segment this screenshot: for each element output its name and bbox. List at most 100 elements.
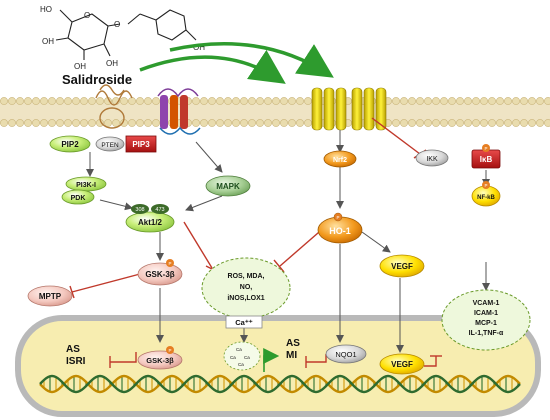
oh-label-4: OH bbox=[106, 59, 118, 68]
ho1-to-vegf-arrow bbox=[361, 231, 391, 253]
ca-cluster bbox=[223, 341, 261, 371]
salidroside-label: Salidroside bbox=[62, 72, 132, 87]
lipid-head bbox=[464, 97, 472, 105]
salidroside-structure bbox=[55, 9, 197, 60]
akt-inhibits-ros-line bbox=[183, 221, 213, 269]
lipid-head bbox=[304, 97, 312, 105]
lipid-head bbox=[256, 119, 264, 127]
lipid-head bbox=[520, 97, 528, 105]
lipid-head bbox=[544, 97, 550, 105]
ros-line-1: ROS, MDA, bbox=[228, 273, 265, 280]
cyto-line-4: IL-1,TNF-α bbox=[469, 330, 504, 337]
ca-small-2: Ca bbox=[230, 355, 236, 360]
lipid-head bbox=[392, 119, 400, 127]
ros-line-3: iNOS,LOX1 bbox=[227, 295, 264, 302]
lipid-head bbox=[496, 119, 504, 127]
p473-badge bbox=[151, 204, 169, 214]
channel-inhibits-ikk-line bbox=[371, 117, 421, 155]
nfkb-phospho-label: P bbox=[484, 183, 487, 188]
lipid-head bbox=[136, 119, 144, 127]
lipid-head bbox=[216, 119, 224, 127]
lipid-head bbox=[400, 119, 408, 127]
lipid-head bbox=[224, 97, 232, 105]
cell-membrane bbox=[0, 97, 550, 127]
lipid-head bbox=[128, 119, 136, 127]
membrane-receptor-central bbox=[157, 88, 201, 135]
nqo1-label: NQO1 bbox=[335, 350, 356, 359]
lipid-head bbox=[8, 119, 16, 127]
lipid-head bbox=[104, 119, 112, 127]
ca-small-1: Ca bbox=[236, 347, 242, 352]
lipid-head bbox=[32, 97, 40, 105]
nrf2-node bbox=[323, 150, 357, 168]
lipid-head bbox=[48, 119, 56, 127]
lipid-head bbox=[32, 119, 40, 127]
lipid-head bbox=[216, 97, 224, 105]
ca-box bbox=[225, 315, 263, 329]
vegf-nucleus-label: VEGF bbox=[391, 360, 413, 369]
lipid-head bbox=[88, 119, 96, 127]
lipid-head bbox=[24, 119, 32, 127]
cytokine-cluster bbox=[441, 289, 531, 351]
pip2-label: PIP2 bbox=[61, 140, 79, 149]
salidroside-to-receptor-arrow bbox=[139, 49, 286, 84]
lipid-head bbox=[544, 119, 550, 127]
lipid-head bbox=[96, 97, 104, 105]
pi3k-label: PI3K-I bbox=[76, 182, 96, 189]
lipid-head bbox=[288, 119, 296, 127]
receptor-to-mapk-arrow bbox=[195, 141, 223, 173]
gsk-nucleus-phospho-label: P bbox=[168, 348, 171, 353]
gsk-phospho-label: P bbox=[168, 261, 171, 266]
lipid-head bbox=[488, 97, 496, 105]
lipid-head bbox=[416, 97, 424, 105]
lipid-head bbox=[432, 97, 440, 105]
lipid-head bbox=[280, 119, 288, 127]
lipid-head bbox=[424, 119, 432, 127]
cyto-line-1: VCAM-1 bbox=[473, 300, 500, 307]
lipid-head bbox=[144, 97, 152, 105]
ikb-label: IκB bbox=[480, 155, 493, 164]
mapk-node bbox=[205, 175, 251, 197]
lipid-head bbox=[424, 97, 432, 105]
ikb-phospho-label: P bbox=[484, 146, 487, 151]
lipid-head bbox=[120, 97, 128, 105]
oh-label-1: HO bbox=[40, 5, 52, 14]
pten-label: PTEN bbox=[101, 142, 119, 149]
nrf2-label: Nrf2 bbox=[333, 157, 347, 164]
lipid-head bbox=[480, 119, 488, 127]
gsk-inhibits-mptp-bar bbox=[69, 285, 75, 299]
mapk-label: MAPK bbox=[216, 182, 240, 191]
dna-strand-b bbox=[39, 374, 521, 394]
lipid-head bbox=[224, 119, 232, 127]
oh-label-5: OH bbox=[193, 43, 205, 52]
lipid-head bbox=[504, 119, 512, 127]
ca-small-4: Ca bbox=[238, 362, 244, 367]
lipid-head bbox=[24, 97, 32, 105]
ros-cluster bbox=[201, 257, 291, 319]
lipid-head bbox=[0, 97, 8, 105]
lipid-head bbox=[296, 97, 304, 105]
lipid-head bbox=[200, 119, 208, 127]
lipid-head bbox=[40, 97, 48, 105]
lipid-head bbox=[536, 119, 544, 127]
lipid-head bbox=[480, 97, 488, 105]
ca-label: Ca⁺⁺ bbox=[235, 318, 253, 327]
ho1-phospho-badge bbox=[333, 212, 343, 222]
lipid-head bbox=[192, 97, 200, 105]
lipid-head bbox=[536, 97, 544, 105]
lipid-head bbox=[520, 119, 528, 127]
lipid-head bbox=[88, 97, 96, 105]
vegf-nucleus-node bbox=[379, 353, 425, 375]
lipid-head bbox=[240, 119, 248, 127]
pip3-label: PIP3 bbox=[132, 140, 150, 149]
lipid-head bbox=[272, 119, 280, 127]
lipid-head bbox=[240, 97, 248, 105]
lipid-head bbox=[264, 119, 272, 127]
as-label-mid: AS bbox=[286, 338, 300, 349]
gsk-nucleus-node bbox=[137, 350, 183, 370]
lipid-head bbox=[16, 97, 24, 105]
mptp-node bbox=[27, 285, 73, 307]
pip2-node bbox=[49, 135, 91, 153]
mptp-label: MPTP bbox=[39, 292, 62, 301]
lipid-head bbox=[56, 97, 64, 105]
